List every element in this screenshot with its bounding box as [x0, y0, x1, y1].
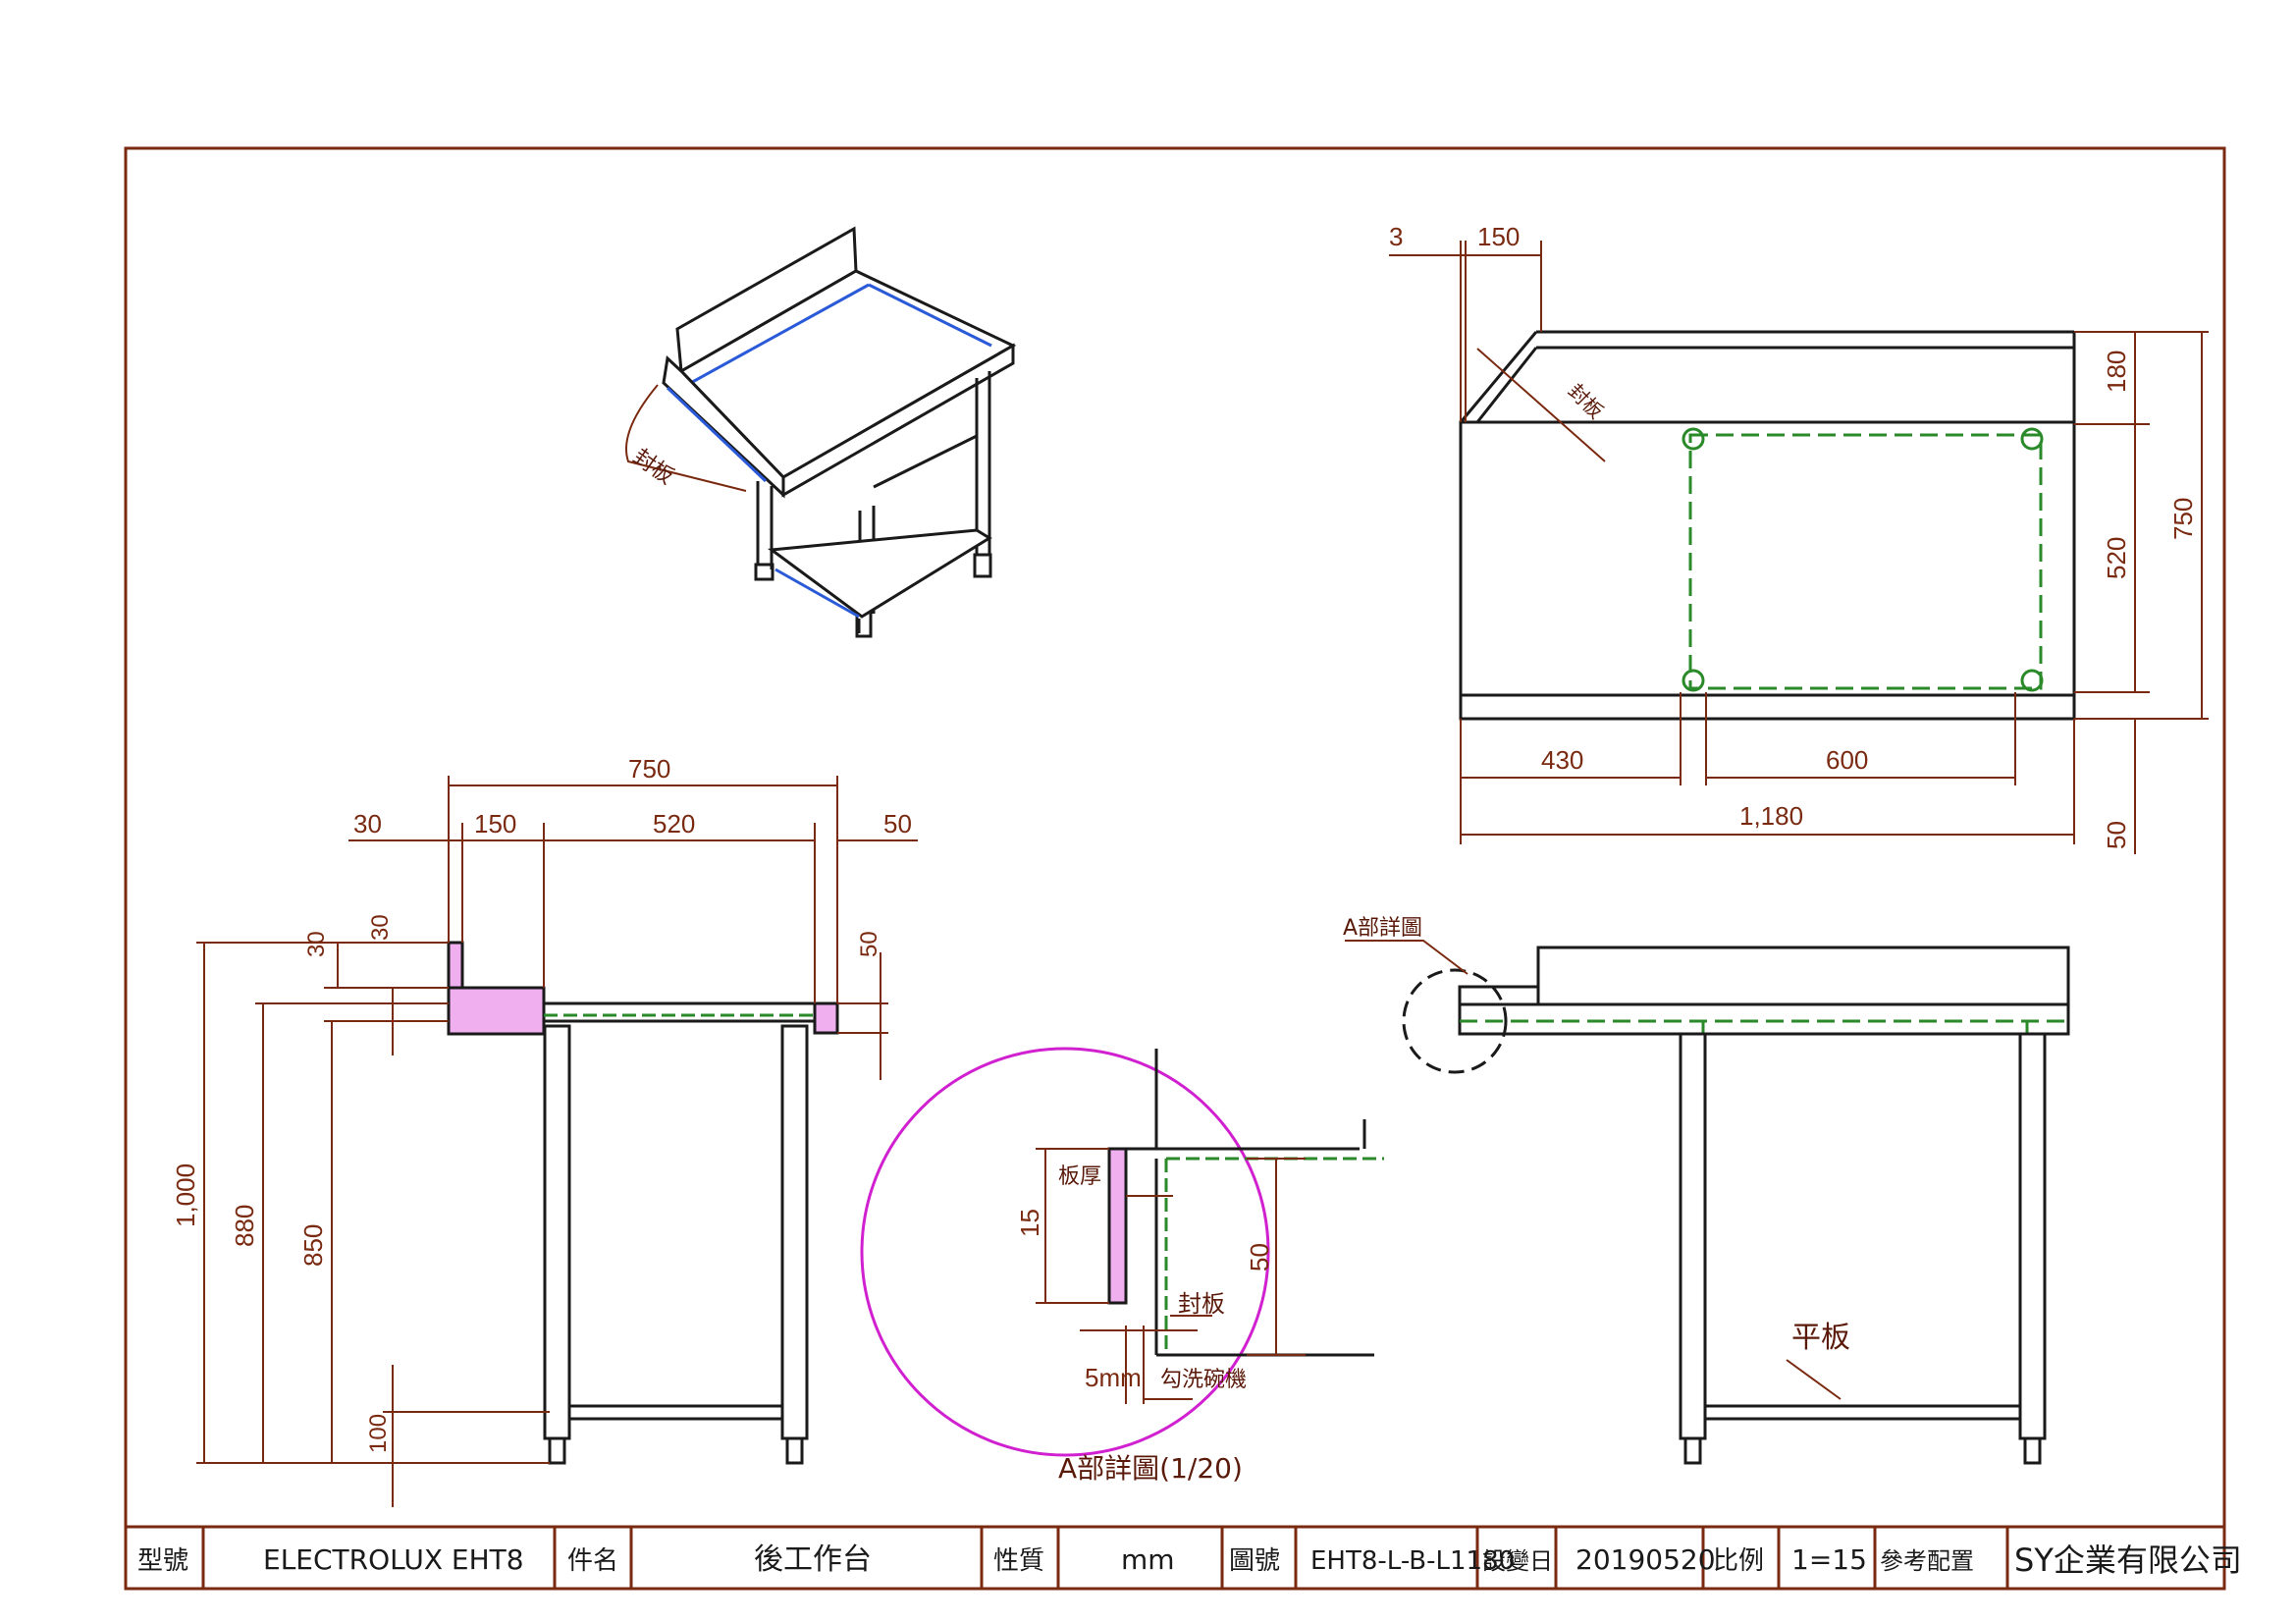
side-dim-850: 850 — [298, 1224, 328, 1267]
tb-model-value: ELECTROLUX EHT8 — [263, 1543, 524, 1576]
top-dim-180: 180 — [2102, 351, 2131, 393]
side-dim-30-b: 30 — [367, 914, 394, 941]
detail-thickness-label: 板厚 — [1058, 1164, 1101, 1189]
tb-scale-label: 比例 — [1713, 1546, 1764, 1576]
front-view — [1345, 940, 2070, 1465]
tb-reference-label: 參考配置 — [1880, 1547, 1974, 1575]
side-dim-520: 520 — [653, 809, 695, 839]
side-dim-750: 750 — [628, 754, 670, 784]
detail-dishwasher-label: 勾洗碗機 — [1160, 1368, 1247, 1392]
tb-material-label: 性質 — [993, 1546, 1044, 1576]
detail-a-view — [860, 1047, 1384, 1457]
front-detail-ref: A部詳圖 — [1343, 916, 1422, 941]
top-dim-600: 600 — [1826, 745, 1868, 775]
drawing-frame — [124, 146, 2226, 1591]
top-dim-430: 430 — [1541, 745, 1583, 775]
side-dim-150: 150 — [474, 809, 516, 839]
side-view — [447, 941, 839, 1465]
side-dim-50-r: 50 — [856, 931, 882, 957]
side-dim-100: 100 — [365, 1414, 392, 1453]
detail-caption: A部詳圖(1/20) — [1058, 1452, 1243, 1485]
top-dim-3: 3 — [1389, 222, 1403, 251]
side-dim-30: 30 — [353, 809, 382, 839]
detail-dim-15: 15 — [1015, 1209, 1044, 1237]
top-view-dimensions — [1389, 241, 2209, 854]
tb-revision-value: 20190520 — [1575, 1543, 1716, 1576]
tb-drawing-no-label: 圖號 — [1229, 1546, 1280, 1576]
tb-material-value: mm — [1121, 1543, 1175, 1576]
top-dim-1180: 1,180 — [1739, 801, 1803, 831]
tb-revision-label: 設變日 — [1482, 1547, 1553, 1575]
top-dim-150: 150 — [1477, 222, 1520, 251]
top-view — [1459, 330, 2076, 721]
top-seal-label: 封板 — [1564, 379, 1608, 423]
tb-model-label: 型號 — [137, 1546, 188, 1576]
top-dim-520: 520 — [2102, 537, 2131, 579]
side-dim-1000: 1,000 — [171, 1163, 200, 1227]
iso-seal-label: 封板 — [628, 445, 677, 490]
front-shelf-label: 平板 — [1791, 1321, 1850, 1355]
tb-part-label: 件名 — [567, 1546, 618, 1576]
detail-dim-5mm: 5mm — [1085, 1363, 1142, 1392]
detail-seal-label: 封板 — [1178, 1290, 1225, 1318]
top-dim-50: 50 — [2102, 821, 2131, 849]
top-dim-750: 750 — [2168, 498, 2198, 540]
title-block — [126, 1525, 2224, 1589]
tb-part-value: 後工作台 — [754, 1542, 872, 1577]
tb-drawing-no-value: EHT8-L-B-L1180 — [1310, 1546, 1515, 1576]
side-dim-880: 880 — [230, 1205, 259, 1247]
tb-scale-value: 1=15 — [1791, 1543, 1867, 1576]
side-dim-50: 50 — [883, 809, 912, 839]
side-dim-30-a: 30 — [303, 931, 330, 957]
isometric-view — [625, 226, 1017, 638]
side-view-dimensions — [196, 776, 918, 1507]
detail-dim-50: 50 — [1245, 1243, 1274, 1271]
tb-company: SY企業有限公司 — [2014, 1542, 2242, 1579]
